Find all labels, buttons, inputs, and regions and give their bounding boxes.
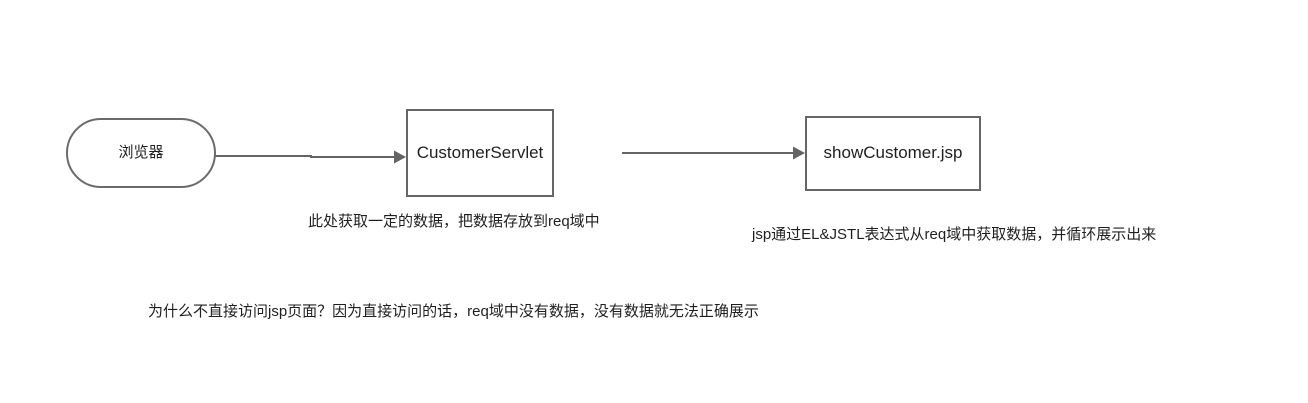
arrow-browser-to-servlet [215, 146, 407, 168]
node-browser-label: 浏览器 [118, 144, 164, 161]
arrow-servlet-to-jsp [622, 142, 806, 164]
caption-bottom-note: 为什么不直接访问jsp页面？因为直接访问的话，req域中没有数据，没有数据就无法… [148, 303, 759, 320]
node-show-customer-jsp[interactable]: showCustomer.jsp [805, 116, 981, 191]
node-show-customer-jsp-label: showCustomer.jsp [823, 143, 963, 163]
node-browser[interactable]: 浏览器 [66, 118, 216, 188]
caption-servlet-note: 此处获取一定的数据，把数据存放到req域中 [308, 213, 600, 230]
caption-jsp-note: jsp通过EL&JSTL表达式从req域中获取数据，并循环展示出来 [752, 226, 1157, 243]
node-customer-servlet-label: CustomerServlet [416, 142, 544, 162]
node-customer-servlet[interactable]: CustomerServlet [406, 109, 554, 197]
